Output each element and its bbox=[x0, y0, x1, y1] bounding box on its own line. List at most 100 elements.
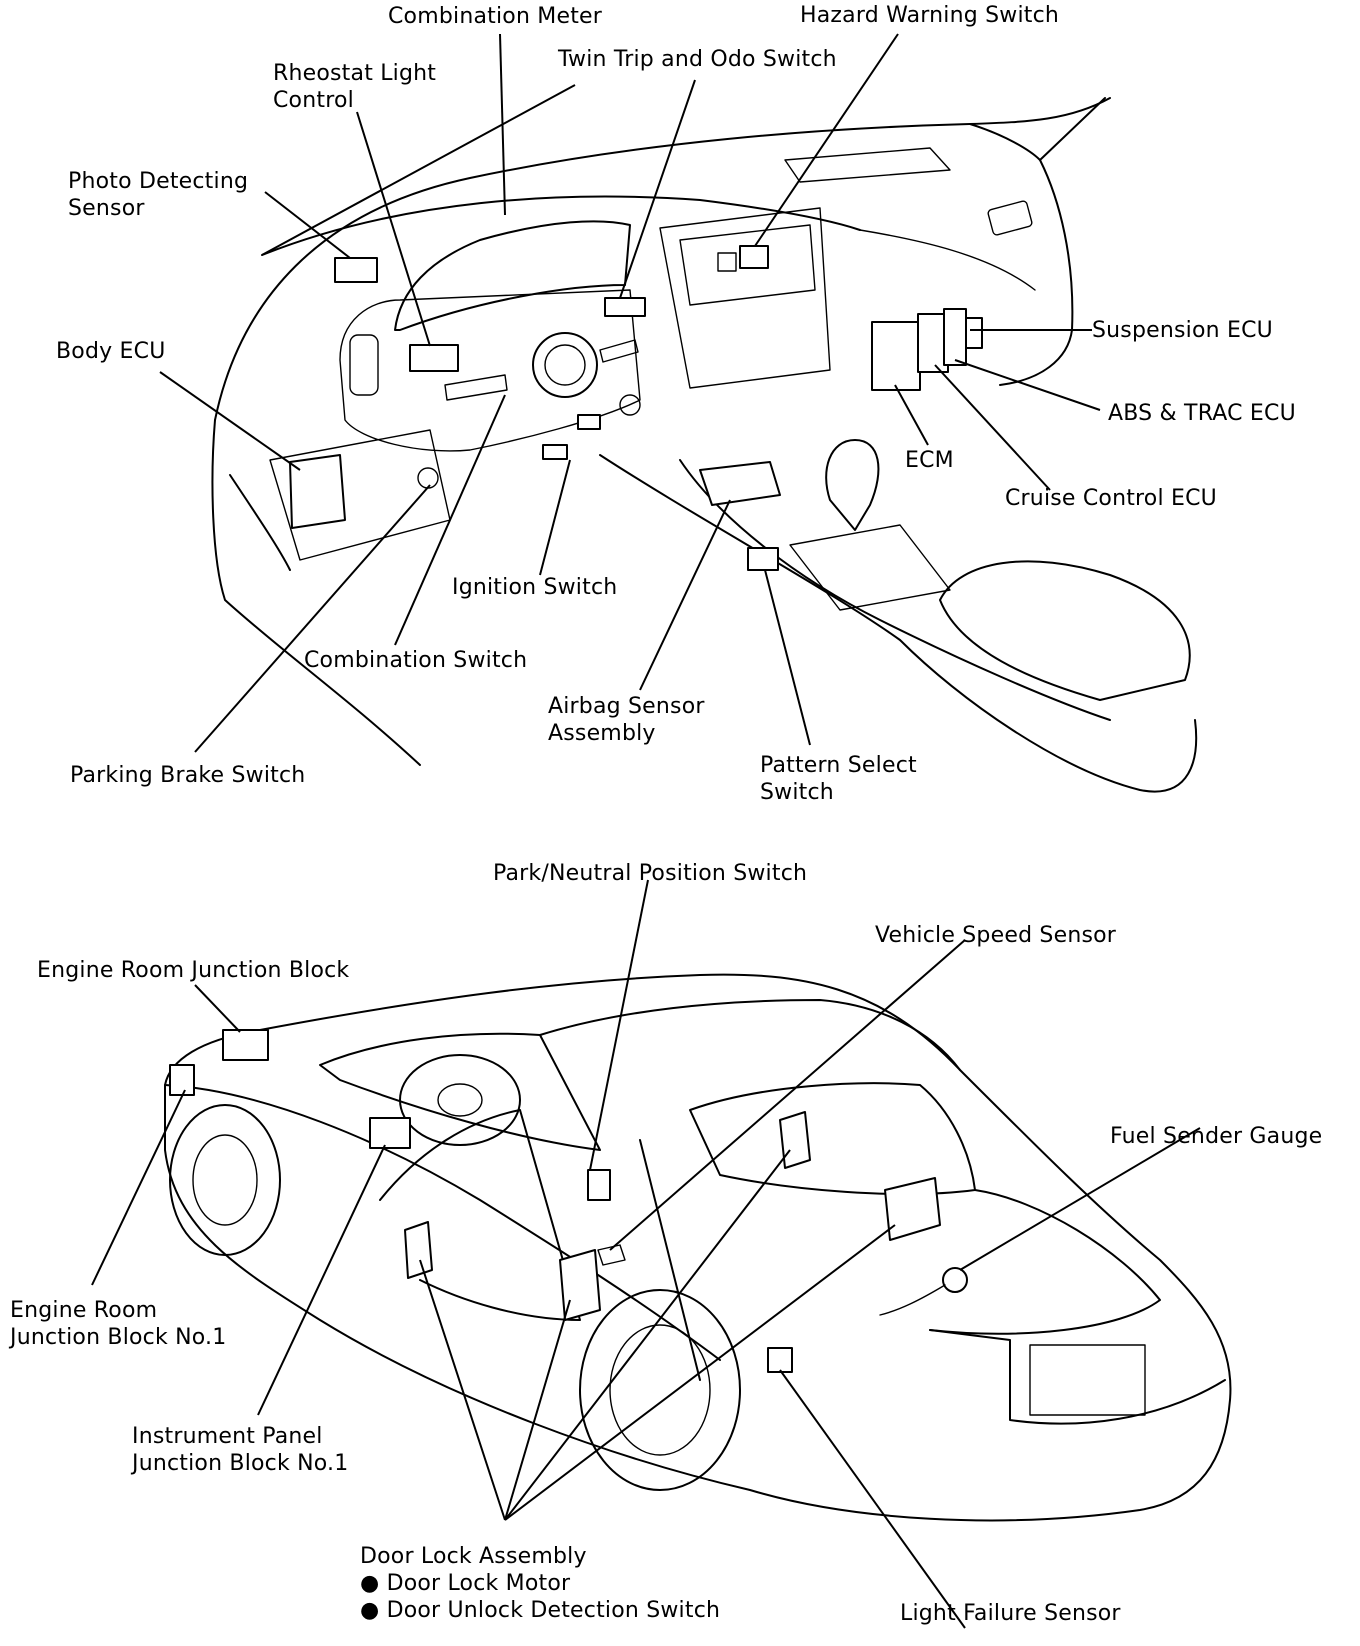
rear-door-line bbox=[639, 1139, 701, 1381]
rear-window bbox=[689, 1082, 976, 1196]
label-suspension-ecu: Suspension ECU bbox=[1092, 318, 1273, 343]
leader-fuel-sender bbox=[959, 1127, 1201, 1271]
instrument-panel-drawing bbox=[211, 97, 1198, 793]
rear-wheel-hub bbox=[609, 1324, 711, 1456]
leader-parking-brake bbox=[194, 484, 431, 753]
front-wheel-hub bbox=[192, 1134, 258, 1226]
door-lock-front-right bbox=[559, 1249, 601, 1321]
leader-light-failure bbox=[779, 1369, 966, 1629]
ip-jb1-part bbox=[369, 1117, 411, 1149]
engine-room-jb1-part bbox=[169, 1064, 195, 1096]
photo-sensor-part bbox=[334, 257, 378, 283]
leader-park-neutral bbox=[589, 879, 649, 1171]
steering-hub bbox=[532, 332, 598, 398]
roof-line bbox=[539, 999, 961, 1071]
suspension-ecu-box bbox=[965, 317, 983, 349]
leader-body-ecu bbox=[159, 371, 301, 471]
leader-engine-room-jb1 bbox=[91, 1089, 186, 1286]
label-door-lock-motor: ● Door Lock Motor bbox=[360, 1571, 571, 1596]
airbag-sensor-box bbox=[699, 461, 781, 506]
leader-door-lock-3 bbox=[504, 1149, 791, 1521]
defrost-slot bbox=[784, 147, 951, 183]
label-pattern-select-1: Pattern Select bbox=[760, 753, 917, 778]
label-photo-detecting-1: Photo Detecting bbox=[68, 169, 249, 194]
leader-ecm bbox=[894, 384, 929, 446]
rheostat-part bbox=[409, 344, 459, 372]
label-ip-jb1-2: Junction Block No.1 bbox=[132, 1451, 349, 1476]
leader-ignition bbox=[539, 459, 571, 576]
left-vent bbox=[349, 334, 379, 396]
label-vehicle-speed-sensor: Vehicle Speed Sensor bbox=[875, 923, 1117, 948]
leader-hazard bbox=[754, 33, 899, 247]
label-park-neutral-switch: Park/Neutral Position Switch bbox=[493, 861, 808, 886]
armrest bbox=[939, 560, 1191, 701]
leader-combination-switch bbox=[394, 394, 506, 646]
label-combination-switch: Combination Switch bbox=[304, 648, 528, 673]
label-body-ecu: Body ECU bbox=[56, 339, 166, 364]
label-ecm: ECM bbox=[905, 448, 954, 473]
dash-right-edge bbox=[969, 97, 1106, 161]
label-rheostat-light-1: Rheostat Light bbox=[273, 61, 437, 86]
label-rheostat-light-2: Control bbox=[273, 88, 354, 113]
leader-door-lock-1 bbox=[419, 1259, 506, 1521]
dash-top-edge bbox=[214, 97, 1111, 421]
top-leader-lines bbox=[159, 33, 1101, 753]
leader-door-lock-4 bbox=[504, 1224, 896, 1521]
ecm-box bbox=[871, 321, 921, 391]
label-cruise-control-ecu: Cruise Control ECU bbox=[1005, 486, 1217, 511]
leader-rheostat bbox=[356, 111, 431, 347]
body-ecu-part bbox=[289, 454, 346, 529]
label-pattern-select-2: Switch bbox=[760, 780, 834, 805]
ignition-part bbox=[542, 444, 568, 460]
leader-engine-room-jb bbox=[194, 984, 241, 1033]
center-console-face bbox=[659, 207, 831, 389]
door-line bbox=[379, 1109, 581, 1321]
leader-door-lock-2 bbox=[504, 1299, 571, 1521]
bottom-leader-lines bbox=[91, 879, 1201, 1629]
label-ignition-switch: Ignition Switch bbox=[452, 575, 618, 600]
label-twin-trip-odo: Twin Trip and Odo Switch bbox=[558, 47, 837, 72]
steering-hub-inner bbox=[544, 344, 586, 386]
cluster-hood bbox=[394, 220, 631, 331]
leader-abs bbox=[954, 359, 1101, 411]
ignition-key-cylinder bbox=[619, 394, 641, 416]
license-plate bbox=[1029, 1344, 1146, 1416]
wiper-lever bbox=[599, 339, 639, 363]
leader-vehicle-speed bbox=[609, 939, 966, 1251]
leader-ip-jb1 bbox=[257, 1144, 386, 1416]
leader-photo-sensor bbox=[264, 191, 351, 259]
trunk-lid bbox=[929, 1189, 1161, 1335]
dash-front-upper bbox=[261, 195, 861, 256]
leader-cruise bbox=[934, 364, 1051, 491]
rear-wheel bbox=[579, 1289, 741, 1491]
parking-brake-part bbox=[417, 467, 439, 489]
leader-airbag bbox=[639, 499, 731, 691]
front-wheel bbox=[169, 1104, 281, 1256]
label-combination-meter: Combination Meter bbox=[388, 4, 603, 29]
fuel-sender-arm bbox=[879, 1284, 946, 1316]
cluster-bezel bbox=[339, 289, 641, 452]
rear-bumper bbox=[929, 1329, 1226, 1425]
car-steering-center bbox=[437, 1083, 483, 1117]
door-lock-front-left bbox=[404, 1221, 433, 1279]
dash-lower-inner bbox=[229, 474, 291, 571]
vehicle-drawing bbox=[164, 973, 1232, 1522]
leader-twin-trip-b bbox=[619, 79, 696, 299]
console-side bbox=[599, 454, 1198, 793]
light-failure-part bbox=[767, 1347, 793, 1373]
label-parking-brake-switch: Parking Brake Switch bbox=[70, 763, 306, 788]
park-neutral-part bbox=[587, 1169, 611, 1201]
combination-switch-lever bbox=[444, 374, 508, 401]
dash-left-contour bbox=[211, 419, 421, 766]
label-door-unlock-detection-switch: ● Door Unlock Detection Switch bbox=[360, 1598, 721, 1623]
label-engine-room-jb1-1: Engine Room bbox=[10, 1298, 158, 1323]
label-abs-trac-ecu: ABS & TRAC ECU bbox=[1108, 401, 1296, 426]
right-vent bbox=[987, 200, 1033, 236]
shift-knob bbox=[825, 439, 880, 531]
hazard-part bbox=[739, 245, 769, 269]
console-lower bbox=[679, 459, 1111, 721]
car-steering-wheel bbox=[399, 1054, 521, 1146]
leader-pattern-select bbox=[764, 569, 811, 746]
